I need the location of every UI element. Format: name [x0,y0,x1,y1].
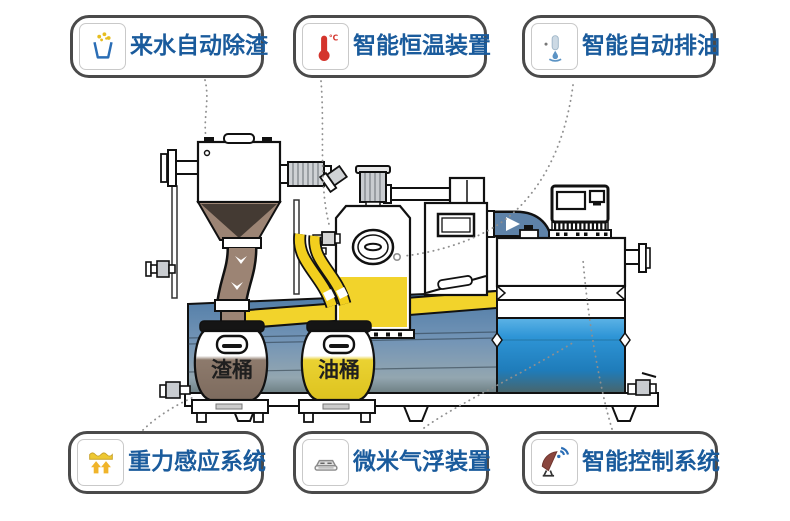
leader-control [582,259,613,430]
oil-discharge-tubes [293,233,352,309]
callout-label: 智能控制系统 [582,449,720,475]
leader-endpoint-marker [392,253,401,262]
outlet-flange [624,243,651,273]
slag-hopper [160,133,349,249]
heater-tank [312,165,461,339]
oil-bucket [298,320,376,423]
left-drain-valve [159,381,191,399]
leader-lines [142,79,613,431]
slag-bucket [191,320,269,423]
scale-platform [298,399,376,423]
left-inlet-valve [145,260,176,278]
oil-drain-icon [531,23,578,70]
flotation-tray-icon [302,439,349,486]
leader-thermostat [320,80,331,229]
callout-gravity-sensing: 重力感应系统 [68,431,266,494]
callout-label: 来水自动除渣 [130,33,268,59]
leader-gravity [142,396,195,431]
callout-label: 微米气浮装置 [353,449,491,475]
porthole [351,228,395,266]
satellite-dish-icon [531,439,578,486]
heater-motor [359,171,387,203]
down-arrow [235,256,247,264]
callout-smart-control: 智能控制系统 [522,431,720,494]
control-panel [548,184,612,239]
flotation-unit [423,176,489,297]
oil-bucket-label: 油桶 [318,358,360,382]
clean-water-tank-top [495,225,651,302]
slag-chute [214,247,258,323]
right-drain-valve [627,372,657,396]
unit-display [436,212,476,238]
leader-slag-removal [204,79,208,139]
side-valves [145,260,657,399]
flow-arrow [506,217,520,231]
callout-auto-oil-discharge: 智能自动排油 [522,15,720,78]
bucket-icon [79,23,126,70]
callout-label: 智能自动排油 [582,33,720,59]
svg-text:°C: °C [328,33,338,42]
down-arrow [231,282,243,290]
callout-micro-bubble-flotation: 微米气浮装置 [293,431,491,494]
callout-label: 重力感应系统 [128,449,266,475]
scale-platform [191,399,269,423]
callout-auto-slag-removal: 来水自动除渣 [70,15,268,78]
callout-label: 智能恒温装置 [353,33,491,59]
panel-display [555,190,587,211]
leader-flotation [423,341,575,429]
clean-water-section [496,317,626,394]
callout-smart-thermostat: °C 智能恒温装置 [293,15,491,78]
panel-screen [588,189,606,204]
gravity-sensor-icon [77,439,124,486]
thermometer-icon: °C [302,23,349,70]
slag-bucket-label: 渣桶 [211,358,253,382]
